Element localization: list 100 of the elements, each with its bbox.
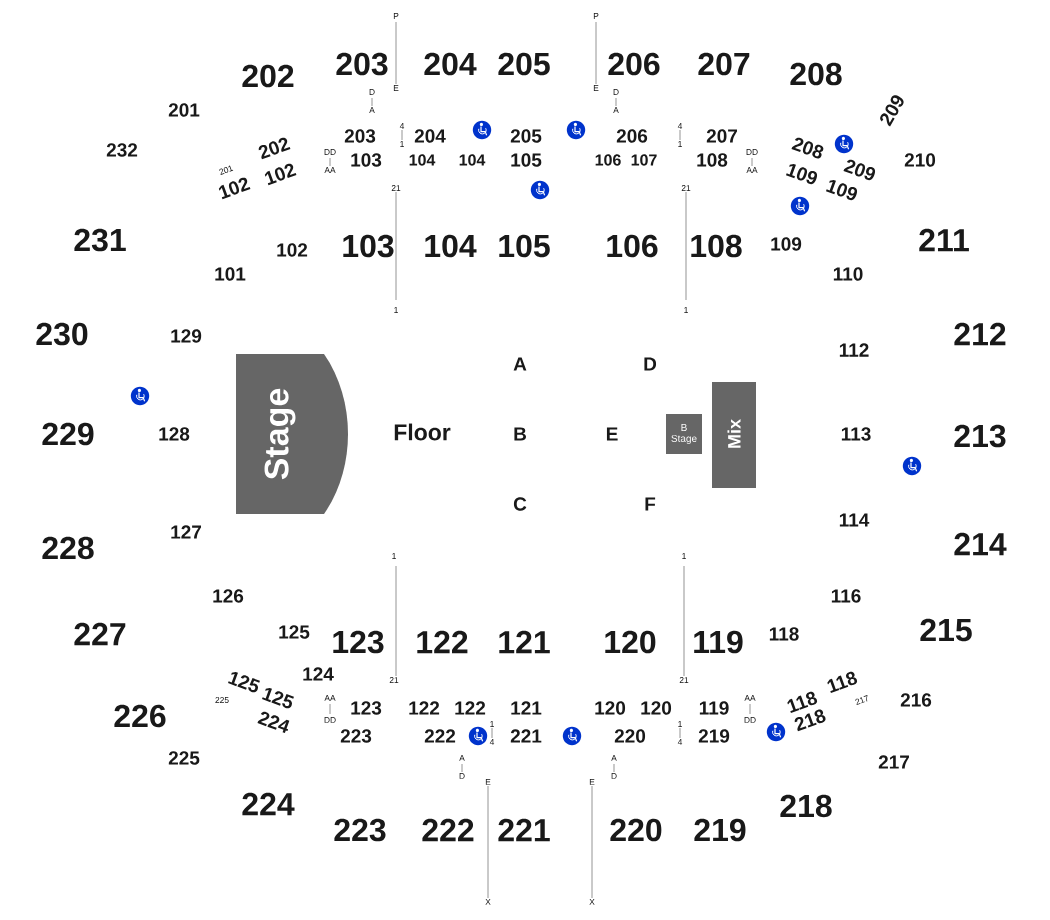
section-number: 104 [459, 154, 486, 166]
section-number: B [514, 427, 526, 441]
section-number: 103 [351, 153, 382, 167]
section-number: 220 [614, 729, 646, 743]
section-number: F [645, 497, 656, 511]
section-number: 219 [698, 729, 730, 743]
section-number: 106 [595, 154, 621, 166]
section-number: 104 [409, 154, 436, 166]
section-number: 121 [511, 701, 542, 715]
section-number: 120 [641, 701, 672, 715]
section-number: 216 [900, 693, 932, 707]
section-number: 112 [839, 343, 869, 357]
section-number: 120 [595, 701, 626, 715]
section-number: 105 [511, 153, 542, 167]
section-number: 212 [954, 322, 1006, 346]
section-number: 103 [343, 234, 394, 258]
section-number: 206 [616, 129, 648, 143]
section-number: 123 [333, 630, 384, 654]
section-number: 109 [771, 237, 802, 251]
stage-block: Stage [236, 354, 348, 514]
section-number: 120 [605, 630, 656, 654]
section-number: 224 [257, 711, 290, 733]
section-number: 204 [414, 129, 446, 143]
section-number: E [606, 427, 618, 441]
section-number: 102 [264, 163, 297, 186]
section-number: 118 [827, 671, 858, 693]
section-number: 114 [839, 513, 870, 527]
section-number: 230 [36, 322, 88, 346]
section-number: 126 [213, 589, 244, 603]
section-number: 218 [780, 794, 832, 818]
section-number: 219 [694, 818, 746, 842]
section-number: 107 [631, 154, 657, 166]
section-number: 205 [510, 129, 542, 143]
section-number: 128 [159, 427, 190, 441]
section-number: 201 [168, 103, 200, 117]
section-number: 227 [74, 622, 126, 646]
section-number: 226 [114, 704, 166, 728]
section-number: 210 [904, 153, 936, 167]
section-number: 220 [610, 818, 662, 842]
section-number: D [644, 357, 657, 371]
section-number: 108 [691, 234, 742, 258]
section-number: 211 [919, 228, 969, 252]
section-number: 202 [258, 137, 291, 160]
section-number: 127 [171, 525, 201, 539]
section-number: 205 [498, 52, 550, 76]
floor-label: Floor [394, 423, 451, 441]
section-number: 231 [74, 228, 126, 252]
section-number: 125 [279, 625, 310, 639]
section-number: 229 [42, 422, 94, 446]
section-number: 207 [698, 52, 750, 76]
section-number: 207 [706, 129, 737, 143]
section-number: 104 [425, 234, 477, 258]
section-number: 232 [106, 143, 138, 157]
section-number: 209 [880, 95, 904, 127]
section-number: 116 [831, 589, 861, 603]
section-number: C [513, 497, 527, 511]
section-number: 228 [42, 536, 94, 560]
section-number: 221 [498, 818, 550, 842]
section-number: 105 [499, 234, 550, 258]
section-number: 225 [168, 751, 200, 765]
section-number: A [513, 357, 527, 371]
section-number: 203 [336, 52, 388, 76]
section-number: 122 [417, 630, 468, 654]
section-number: 119 [694, 630, 743, 654]
section-number: 204 [424, 52, 477, 76]
section-number: 206 [608, 52, 660, 76]
section-number: 217 [878, 755, 909, 769]
section-number: 208 [791, 137, 824, 159]
section-number: 109 [786, 164, 818, 185]
section-number: 213 [954, 424, 1006, 448]
section-number: 118 [787, 691, 818, 713]
section-number: 129 [171, 329, 202, 343]
section-number: 121 [499, 630, 550, 654]
section-number: 118 [769, 627, 799, 641]
section-number: 119 [699, 701, 729, 715]
section-number: 109 [826, 180, 858, 201]
section-number: 203 [344, 129, 376, 143]
section-number: 113 [841, 427, 871, 441]
section-number: 125 [228, 672, 260, 693]
section-number: 222 [422, 818, 474, 842]
section-number: 101 [215, 267, 246, 281]
section-number: 221 [510, 729, 542, 743]
section-number: 106 [607, 234, 658, 258]
section-number: 102 [277, 243, 308, 257]
section-number: 224 [242, 792, 295, 816]
section-number: 218 [794, 709, 826, 732]
section-number: 214 [954, 532, 1007, 556]
section-number: 122 [409, 701, 440, 715]
section-number: 102 [218, 177, 251, 200]
section-number: 222 [424, 729, 456, 743]
section-number: 223 [334, 818, 386, 842]
section-number: 209 [843, 159, 876, 181]
section-number: 122 [455, 701, 486, 715]
section-number: 223 [340, 729, 372, 743]
section-number: 123 [351, 701, 382, 715]
section-number: 110 [833, 267, 863, 281]
section-number: 125 [262, 688, 294, 709]
section-number: 108 [697, 153, 728, 167]
section-number: 208 [790, 62, 842, 86]
section-number: 202 [242, 64, 294, 88]
